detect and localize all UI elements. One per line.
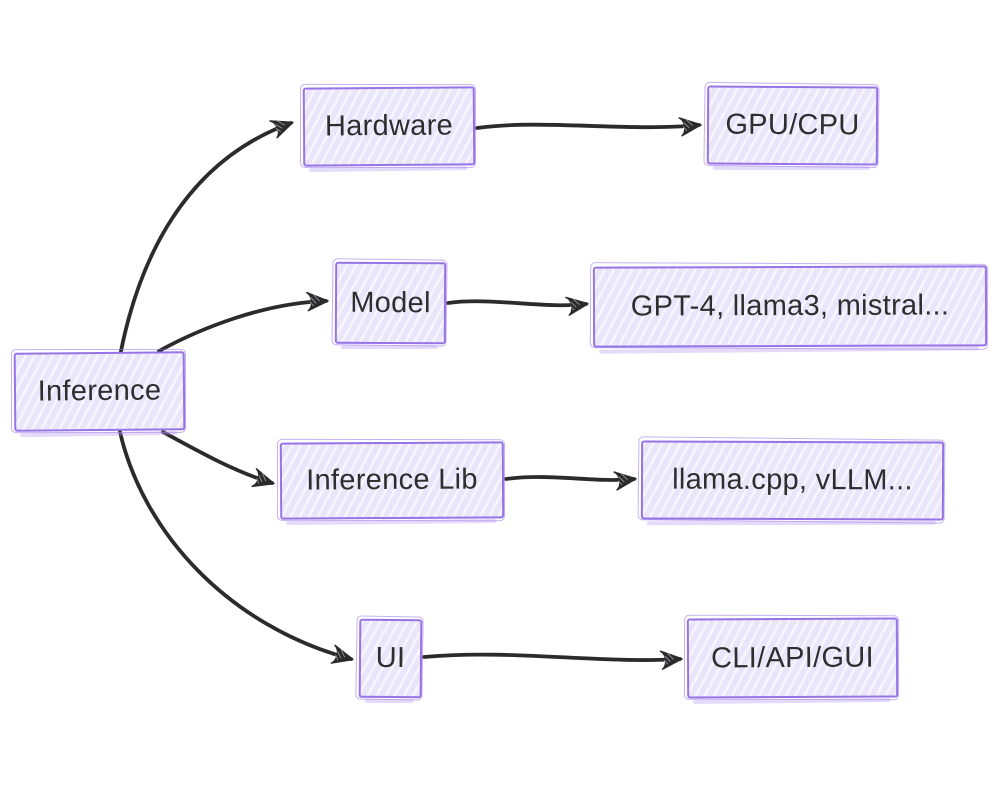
node-inference: Inference [13, 351, 186, 432]
node-inference-label: Inference [37, 374, 162, 408]
node-inference-lib: Inference Lib [279, 441, 505, 520]
node-libraries: llama.cpp, vLLM... [640, 440, 945, 521]
node-gpu-cpu-label: GPU/CPU [725, 108, 860, 142]
edge-model-models [446, 296, 589, 316]
node-interfaces: CLI/API/GUI [686, 617, 899, 699]
edge-inference-model [157, 291, 329, 353]
node-hardware-label: Hardware [324, 109, 454, 143]
edge-inference-lib-libraries [504, 471, 637, 491]
node-hardware: Hardware [302, 86, 476, 167]
node-gpu-cpu: GPU/CPU [706, 85, 879, 166]
edge-inference-hardware [119, 120, 294, 353]
node-inference-lib-label: Inference Lib [306, 463, 478, 497]
node-ui-label: UI [375, 641, 406, 675]
edge-inference-ui [118, 430, 354, 664]
node-models-label: GPT-4, llama3, mistral... [630, 289, 950, 323]
node-models: GPT-4, llama3, mistral... [592, 265, 988, 348]
edge-inference-inference-lib [161, 430, 275, 488]
node-libraries-label: llama.cpp, vLLM... [672, 463, 913, 497]
edge-hardware-gpu-cpu [475, 117, 702, 137]
node-model: Model [334, 261, 447, 345]
node-interfaces-label: CLI/API/GUI [710, 641, 875, 674]
edge-ui-interfaces [422, 650, 683, 670]
node-model-label: Model [350, 286, 431, 319]
node-ui: UI [358, 618, 423, 699]
